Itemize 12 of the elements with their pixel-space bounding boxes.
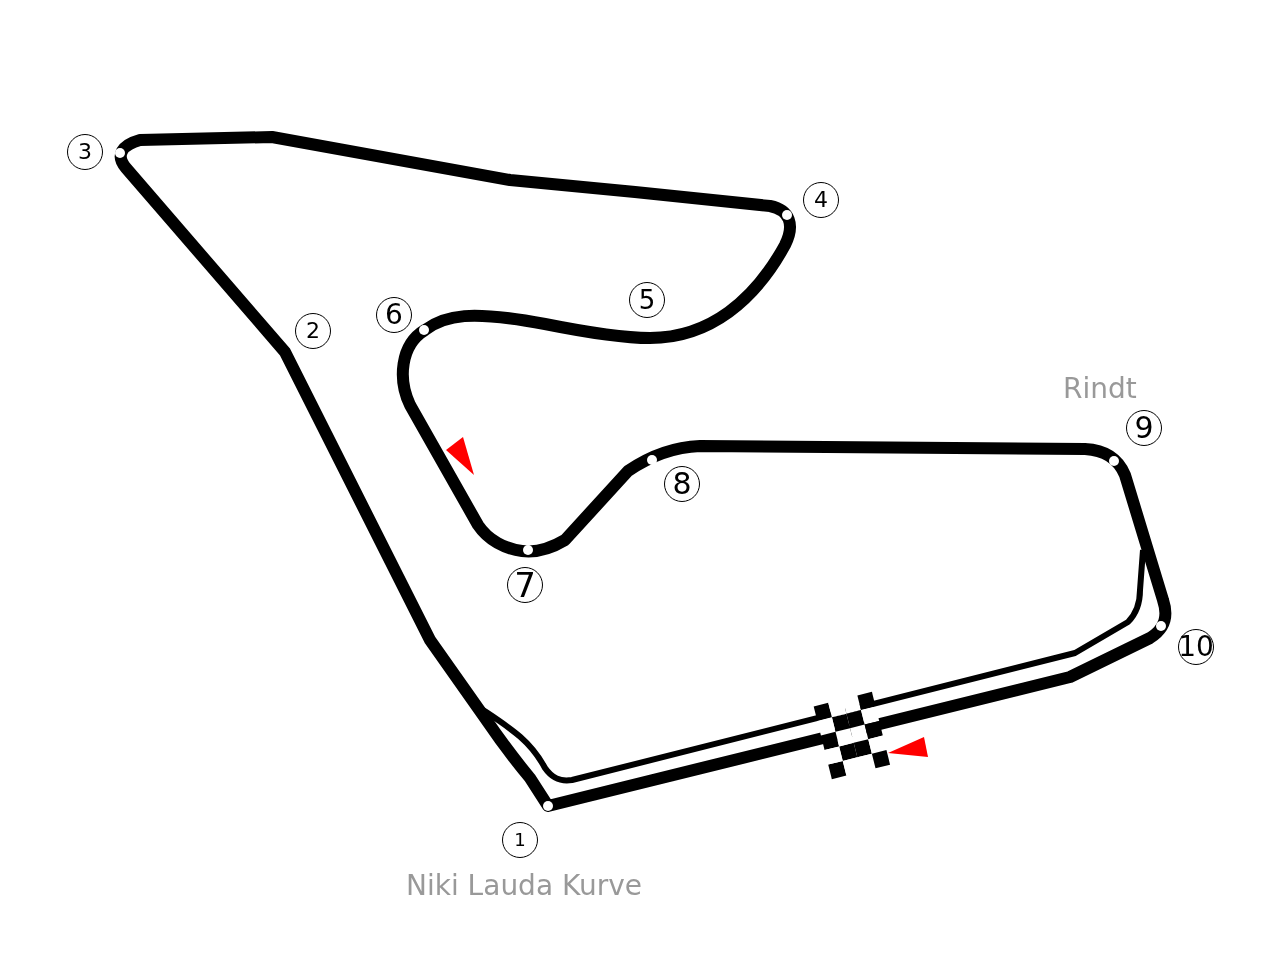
corner-number: 9 bbox=[1126, 410, 1162, 446]
corner-name: Rindt bbox=[1063, 374, 1137, 405]
corner-number: 3 bbox=[67, 134, 103, 170]
corner-number: 2 bbox=[295, 313, 331, 349]
corner-number: 6 bbox=[376, 297, 412, 333]
corner-number: 10 bbox=[1178, 629, 1214, 665]
corner-number: 7 bbox=[507, 567, 543, 603]
corner-number: 4 bbox=[803, 182, 839, 218]
corner-number: 5 bbox=[629, 282, 665, 318]
corner-number: 1 bbox=[502, 822, 538, 858]
corner-number: 8 bbox=[664, 466, 700, 502]
corner-name: Niki Lauda Kurve bbox=[406, 871, 642, 902]
